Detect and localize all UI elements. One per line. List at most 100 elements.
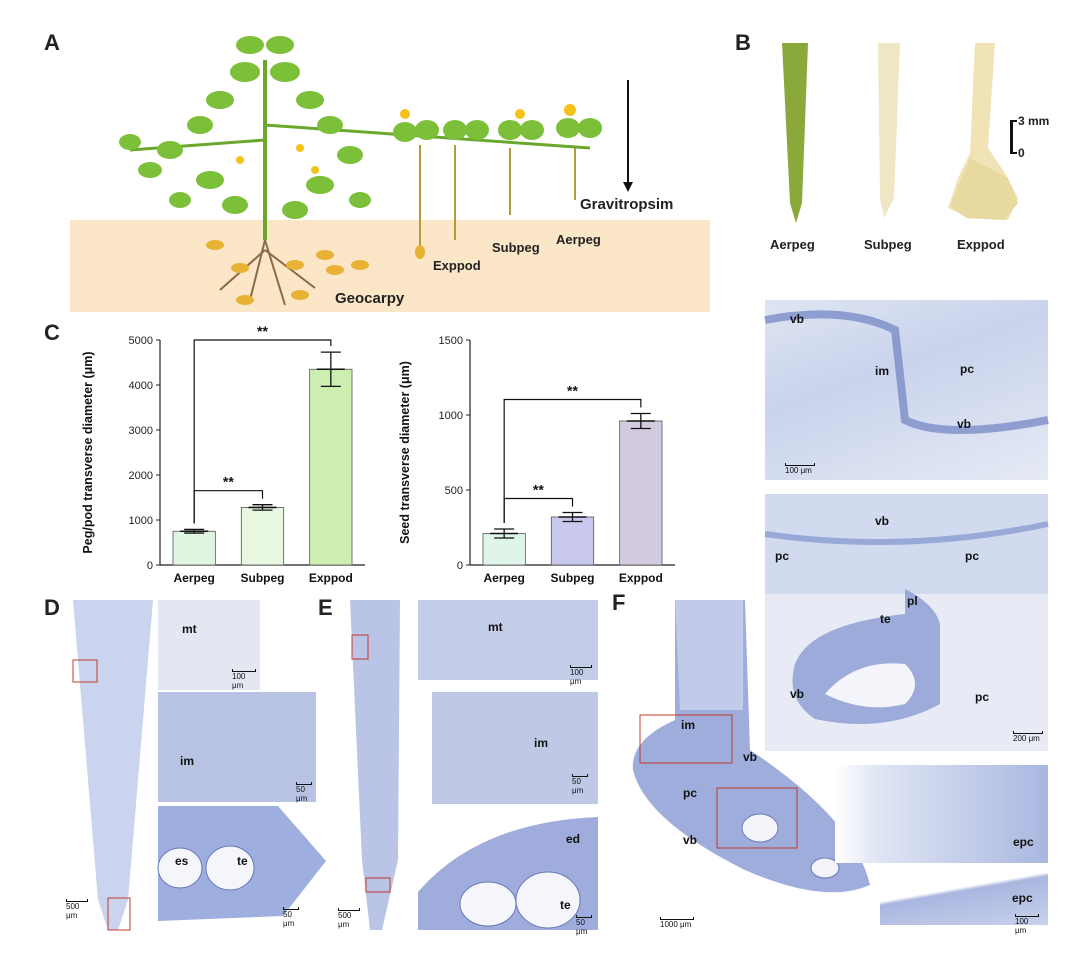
significance-label: ** [567,383,578,399]
panel-label-d: D [44,595,60,620]
panel-e-main-scale: 500 μm [338,908,360,929]
right-top-label-pc: pc [960,362,975,376]
y-tick-label: 2000 [129,470,153,482]
panel-label-e: E [318,595,333,620]
significance-label: ** [533,482,544,498]
panel-f-label-im: im [681,718,696,732]
photo-scale-bottom: 0 [1018,146,1025,160]
panel-f-side-scale: 100 μm [1015,914,1039,935]
panel-f-side-bottom-micrograph: epc 100 μm [880,873,1048,935]
y-axis-label: Peg/pod transverse diameter (μm) [81,351,95,553]
right-top-micrograph: vb im pc vb 100 μm [764,300,1049,480]
bar-aerpeg [172,530,216,566]
panel-f-label-epc: epc [1013,835,1034,849]
right-mid-label-pc1: pc [775,549,790,563]
panel-d-main-scale: 500 μm [66,899,88,920]
right-mid-label-vb: vb [875,514,890,528]
y-tick-label: 500 [445,485,463,497]
peanut-illustration [70,30,710,312]
panel-d-label-es: es [175,854,189,868]
panel-e-top-micrograph: mt 100 μm [418,600,598,686]
geocarpy-label: Geocarpy [335,290,405,307]
panel-d-label-im: im [180,754,195,768]
panel-d-top-micrograph: mt 100 μm [158,600,260,690]
stage-label-aerpeg: Aerpeg [556,232,601,247]
panel-e-label-te: te [560,898,571,912]
stage-label-exppod: Exppod [433,258,481,273]
panel-e-label-ed: ed [566,832,581,846]
right-mid-label-pc2: pc [965,549,980,563]
x-tick-label: Subpeg [551,571,595,585]
y-tick-label: 4000 [129,380,153,392]
y-tick-label: 3000 [129,425,153,437]
y-tick-label: 0 [147,560,153,572]
panel-f-label-vb: vb [743,750,758,764]
panel-d-mid-micrograph: im 50 μm [158,692,316,803]
bar-subpeg [550,516,595,566]
panel-e-label-mt: mt [488,620,503,634]
y-tick-label: 0 [457,560,463,572]
significance-label: ** [223,474,234,490]
panel-f-main-section: im vb pc vb [625,600,875,920]
stage-label-subpeg: Subpeg [492,240,540,255]
panel-d-top-scale: 100 μm [232,669,256,690]
right-top-scale: 100 μm [785,463,815,475]
panel-e-bottom-micrograph: ed te 50 μm [418,812,598,936]
y-tick-label: 5000 [129,335,153,347]
bar-aerpeg [482,533,526,566]
panel-d-label-mt: mt [182,622,197,636]
bar-subpeg [240,506,285,566]
panel-label-f: F [612,590,626,615]
x-tick-label: Exppod [309,571,353,585]
panel-f-label-epc2: epc [1012,891,1033,905]
bar-exppod [619,420,663,566]
right-mid-micrograph: vb pc pc pl te vb pc 200 μm [764,494,1049,751]
photo-label-exppod: Exppod [957,237,1005,252]
photo-label-aerpeg: Aerpeg [770,237,815,252]
panel-d-mid-scale: 50 μm [296,782,312,803]
right-top-label-vb1: vb [790,312,805,326]
panel-d-label-te: te [237,854,248,868]
panel-d-main-section [68,600,158,934]
right-top-label-im: im [875,364,890,378]
peg-photos [770,38,1030,228]
panel-d-bottom-scale: 50 μm [283,907,299,928]
x-tick-label: Aerpeg [173,571,214,585]
photo-scale-bar [1010,120,1017,154]
panel-e-top-scale: 100 μm [570,665,592,686]
significance-bracket [193,339,332,524]
panel-f-side-top-micrograph: epc [835,765,1048,863]
x-tick-label: Aerpeg [483,571,524,585]
right-mid-scale: 200 μm [1013,731,1043,743]
y-tick-label: 1000 [439,410,463,422]
photo-label-subpeg: Subpeg [864,237,912,252]
photo-scale-top: 3 mm [1018,114,1050,128]
panel-e-mid-micrograph: im 50 μm [432,692,598,804]
gravitropism-label: Gravitropsim [580,196,674,213]
y-axis-label: Seed transverse diameter (μm) [398,361,412,544]
panel-d-bottom-micrograph: es te 50 μm [157,806,326,928]
y-tick-label: 1000 [129,515,153,527]
panel-label-a: A [44,30,60,55]
x-tick-label: Exppod [619,571,663,585]
right-mid-label-pc3: pc [975,690,990,704]
right-mid-label-te: te [880,612,891,626]
bar-exppod [309,368,353,566]
x-tick-label: Subpeg [241,571,285,585]
y-tick-label: 1500 [439,335,463,347]
panel-e-label-im: im [534,736,549,750]
panel-e-bottom-scale: 50 μm [576,915,592,936]
panel-label-c: C [44,320,60,345]
panel-e-mid-scale: 50 μm [572,774,588,795]
right-mid-label-pl: pl [907,594,918,608]
significance-label: ** [257,323,268,339]
panel-f-label-vb2: vb [683,833,698,847]
panel-e-main-section [340,600,420,934]
right-mid-label-vb2: vb [790,687,805,701]
panel-label-b: B [735,30,751,55]
panel-f-main-scale: 1000 μm [660,917,694,929]
right-top-label-vb2: vb [957,417,972,431]
significance-bracket [503,398,642,523]
